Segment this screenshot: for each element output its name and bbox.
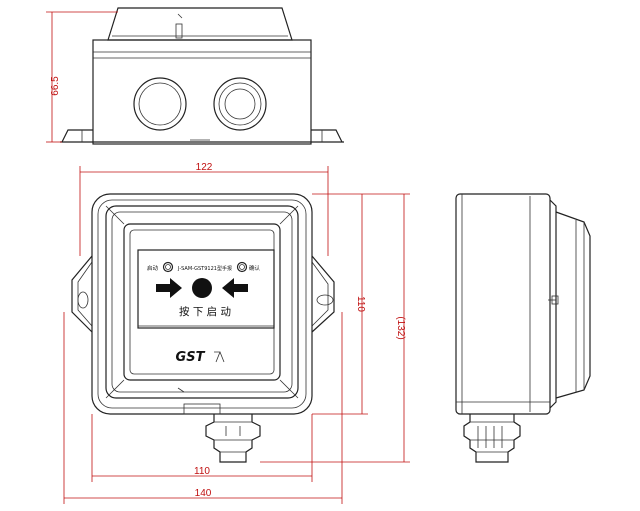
brand-mark-icon bbox=[214, 351, 225, 363]
label-start: 启动 bbox=[147, 264, 159, 272]
led-confirm-indicator bbox=[236, 261, 248, 273]
press-button[interactable] bbox=[192, 278, 212, 298]
front-view bbox=[71, 193, 335, 415]
dimension-height-total: (132) bbox=[260, 193, 410, 463]
dimension-height-front: 110 bbox=[312, 193, 368, 415]
dimension-label-140: 140 bbox=[195, 488, 212, 499]
dimension-width-inner: 110 bbox=[91, 414, 313, 482]
dimension-label-110-horizontal: 110 bbox=[194, 466, 210, 477]
label-confirm: 确认 bbox=[249, 264, 261, 272]
cable-gland-side bbox=[463, 414, 521, 463]
dimension-width-total: 140 bbox=[63, 312, 343, 504]
cable-gland-front bbox=[205, 414, 261, 463]
brand-text: GST bbox=[176, 350, 206, 365]
dimension-height-top: 66.5 bbox=[46, 11, 118, 143]
dimension-label-122: 122 bbox=[196, 162, 213, 173]
label-press-to-start: 按 下 启 动 bbox=[179, 305, 231, 318]
arrow-left-icon bbox=[222, 278, 248, 298]
dimension-label-132: (132) bbox=[395, 316, 406, 339]
label-model: J-SAM-GST9121型手报 bbox=[177, 265, 232, 272]
dimension-label-66-5: 66.5 bbox=[50, 76, 61, 96]
brand-logo: GST bbox=[176, 350, 225, 365]
arrow-right-icon bbox=[156, 278, 182, 298]
dimension-label-110-vertical: 110 bbox=[355, 296, 366, 312]
side-view bbox=[455, 193, 591, 415]
led-start-indicator bbox=[162, 261, 174, 273]
dimension-width-outer: 122 bbox=[79, 162, 329, 256]
top-view bbox=[60, 7, 344, 145]
